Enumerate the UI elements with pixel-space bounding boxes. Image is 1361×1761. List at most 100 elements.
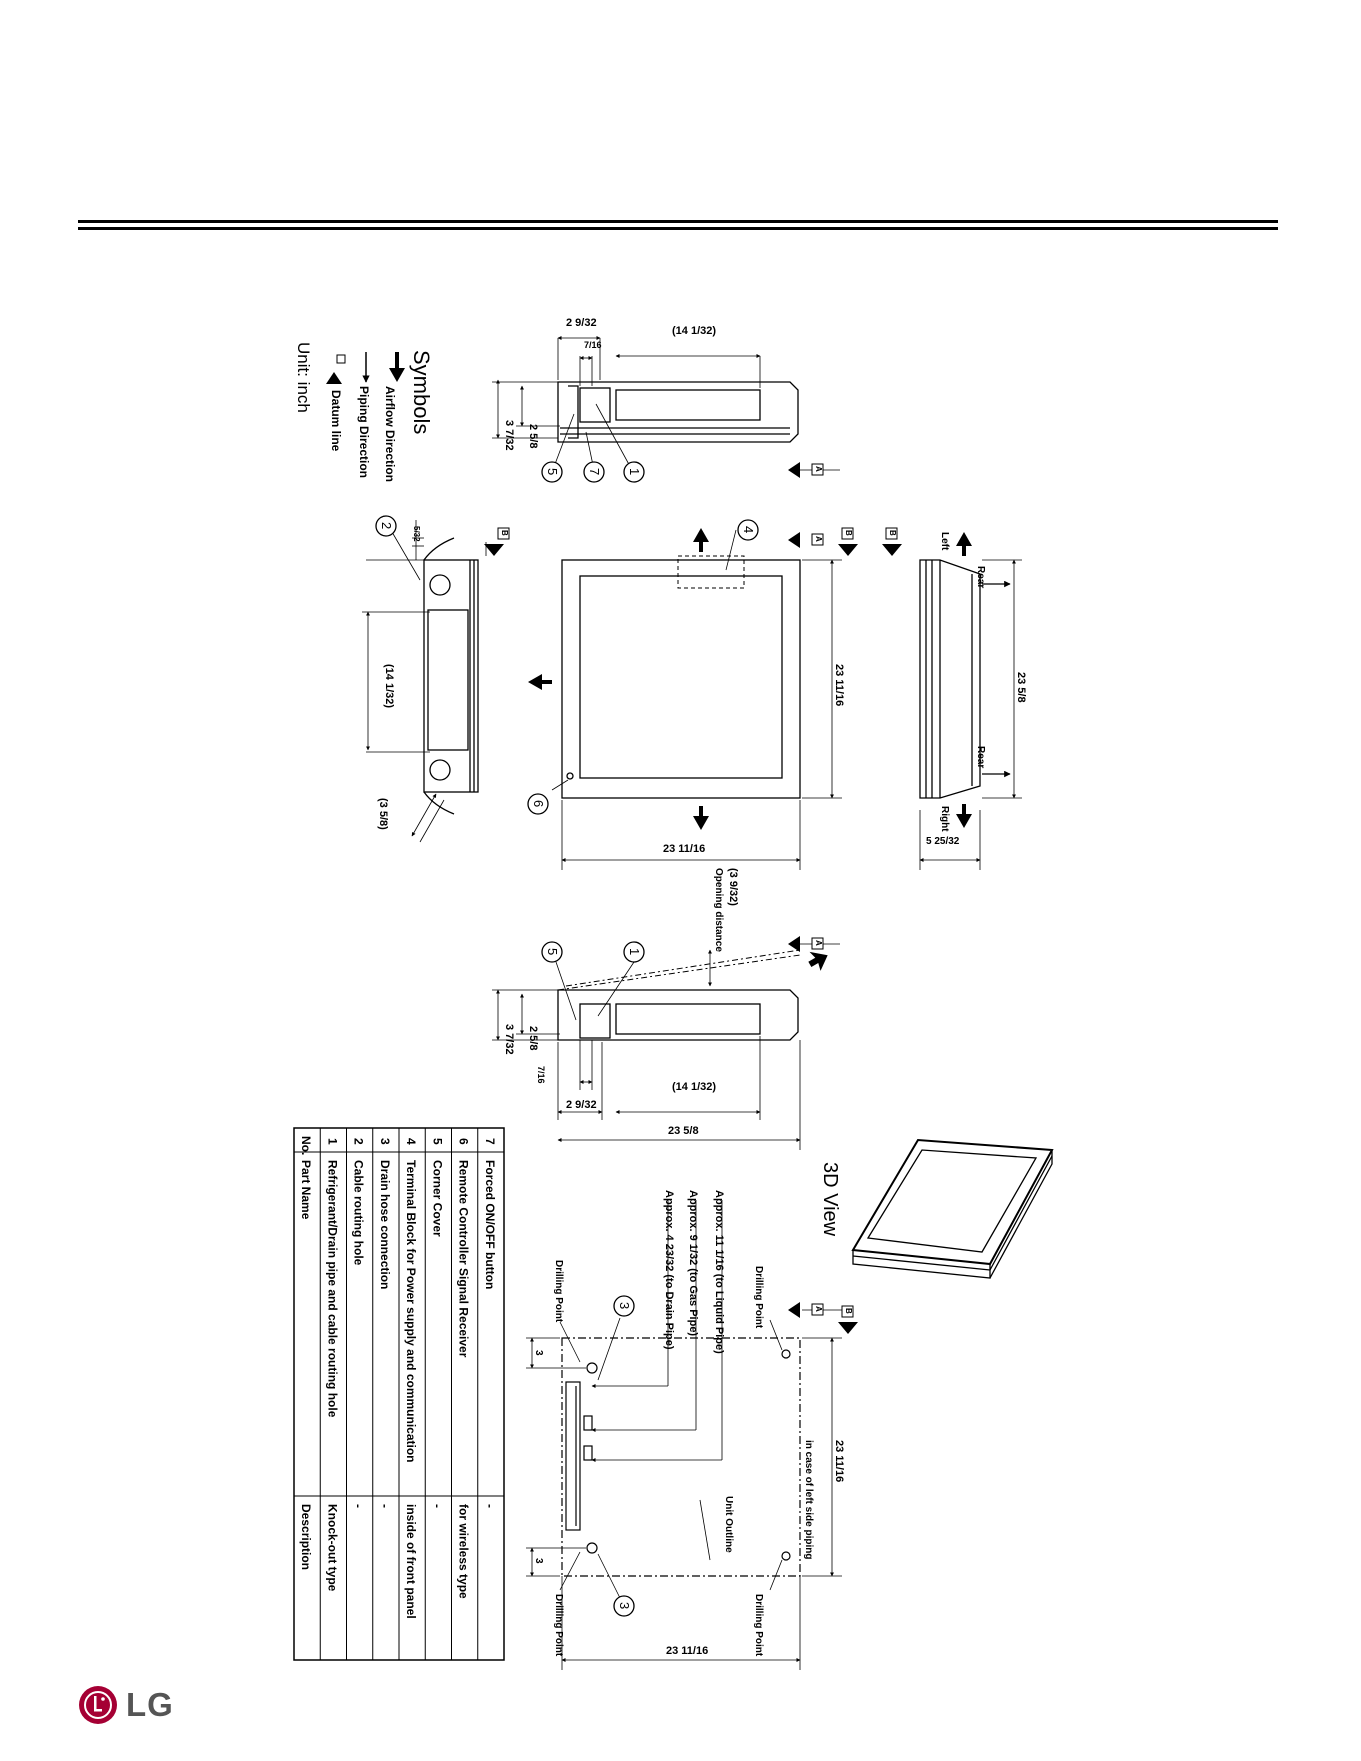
dim-right-5-25-32: 5 25/32	[926, 836, 960, 847]
table-cell-no: 6	[457, 1138, 471, 1145]
datum-b-box-template-icon	[841, 1305, 854, 1318]
dim-center-23-11-16-h: 23 11/16	[663, 843, 705, 855]
callout-4: 4	[737, 519, 759, 541]
dim-right-23-5-8: 23 5/8	[1015, 672, 1027, 703]
header-rule-bottom	[78, 227, 1278, 230]
table-cell-no: 2	[352, 1138, 366, 1145]
dim-front-7-16: 7/16	[536, 1066, 546, 1084]
dim-front-23-5-8: 23 5/8	[668, 1125, 699, 1137]
symbol-piping-label: Piping Direction	[357, 386, 371, 478]
datum-a-marker-center-icon	[788, 532, 800, 548]
table-header-name: Part Name	[299, 1160, 313, 1220]
datum-b-box-center-icon	[841, 527, 854, 540]
table-cell-desc: -	[352, 1504, 366, 1508]
table-cell-desc: Knock-out type	[325, 1504, 339, 1592]
datum-b-marker-center-icon	[838, 544, 858, 556]
dim-template-23-11-16-h: 23 11/16	[666, 1645, 708, 1657]
airflow-arrow-right-top-icon	[956, 532, 972, 556]
table-cell-no: 3	[378, 1138, 392, 1145]
label-rear-b: Rear	[975, 746, 986, 768]
table-cell-desc: -	[483, 1504, 497, 1508]
drilling-point-2: Drilling Point	[553, 1594, 564, 1657]
dim-top-7-16: 7/16	[584, 340, 602, 350]
table-cell-name: Forced ON/OFF button	[483, 1160, 497, 1289]
table-cell-desc: -	[378, 1504, 392, 1508]
datum-a-box-template-icon	[811, 1303, 824, 1316]
front-panel-view	[551, 529, 842, 870]
dim-template-3-a: 3	[533, 1350, 544, 1356]
lg-logo-text: LG	[126, 1686, 174, 1723]
lg-logo-icon	[79, 1686, 117, 1724]
datum-b-label-right: B	[888, 530, 897, 536]
callout-2: 2	[375, 515, 397, 537]
approx-gas-label: Approx. 9 1/32 (to Gas Pipe)	[687, 1190, 699, 1336]
svg-text:3: 3	[617, 1302, 632, 1309]
datum-a-label: A	[814, 466, 823, 472]
dim-template-23-11-16-v: 23 11/16	[833, 1440, 845, 1482]
dim-top-2-5-8: 2 5/8	[527, 424, 539, 448]
callout-5-front: 5	[541, 941, 563, 963]
datum-b-box-left-icon	[497, 527, 510, 540]
datum-b-label-template: B	[844, 1308, 853, 1314]
approx-drain-label: Approx. 4 23/32 (to Drain Pipe)	[663, 1190, 675, 1350]
table-cell-name: Terminal Block for Power supply and comm…	[404, 1160, 418, 1463]
callout-6: 6	[527, 793, 549, 815]
datum-b-marker-template-icon	[838, 1322, 858, 1334]
datum-b-marker-right-icon	[882, 544, 902, 556]
datum-a-box-center-icon	[811, 533, 824, 546]
dim-template-3-b: 3	[533, 1558, 544, 1564]
dim-top-3-7-32: 3 7/32	[503, 420, 515, 451]
dim-left-3-5-8: (3 5/8)	[377, 798, 389, 830]
symbol-datum-label: Datum line	[329, 390, 343, 452]
callout-3-a: 3	[613, 1295, 635, 1317]
svg-text:2: 2	[379, 522, 394, 529]
datum-a-marker-template-icon	[788, 1302, 800, 1318]
top-side-view	[492, 336, 840, 473]
datum-a-label-front: A	[814, 940, 823, 946]
callout-7-top: 7	[583, 461, 605, 483]
label-left: Left	[939, 532, 950, 551]
symbol-airflow-label: Airflow Direction	[383, 386, 397, 482]
table-cell-desc: inside of front panel	[404, 1504, 418, 1619]
datum-box-icon	[336, 354, 346, 364]
svg-text:7: 7	[587, 468, 602, 475]
svg-text:6: 6	[531, 800, 546, 807]
table-cell-desc: -	[430, 1504, 444, 1508]
callout-3-b: 3	[613, 1595, 635, 1617]
airflow-arrow-top-icon	[693, 528, 709, 552]
airflow-arrow-bottom-icon	[693, 806, 709, 830]
airflow-arrow-right-bottom-icon	[956, 804, 972, 828]
table-cell-name: Drain hose connection	[378, 1160, 392, 1289]
symbols-title: Symbols	[409, 350, 434, 434]
parts-table: No.Part NameDescription1Refrigerant/Drai…	[293, 1127, 505, 1661]
header-rule-top	[78, 220, 1278, 223]
drilling-point-4: Drilling Point	[753, 1594, 764, 1657]
dim-front-14-1-32: (14 1/32)	[672, 1081, 716, 1093]
label-rear-a: Rear	[975, 566, 986, 588]
dim-center-23-11-16-v: 23 11/16	[833, 664, 845, 706]
table-cell-no: 7	[483, 1138, 497, 1145]
label-right: Right	[939, 806, 950, 832]
left-side-piping-label: in case of left side piping	[803, 1440, 814, 1559]
datum-b-marker-left-icon	[484, 544, 504, 556]
svg-text:5: 5	[545, 468, 560, 475]
table-cell-name: Cable routing hole	[352, 1160, 366, 1266]
table-cell-no: 4	[404, 1138, 418, 1145]
drilling-point-1: Drilling Point	[553, 1260, 564, 1323]
datum-a-box-front-icon	[811, 937, 824, 950]
svg-text:5: 5	[545, 948, 560, 955]
dim-left-14-1-32: (14 1/32)	[383, 664, 395, 708]
unit-label: Unit: inch	[294, 342, 313, 413]
unit-outline-label: Unit Outline	[723, 1496, 734, 1553]
left-side-view	[362, 520, 487, 843]
dim-front-2-9-32: 2 9/32	[566, 1099, 597, 1111]
datum-a-marker-icon	[788, 462, 800, 478]
table-header-no: No.	[299, 1136, 313, 1155]
dim-top-2-9-32: 2 9/32	[566, 317, 597, 329]
callout-1-top: 1	[623, 461, 645, 483]
svg-text:3: 3	[617, 1602, 632, 1609]
table-cell-name: Refrigerant/Drain pipe and cable routing…	[325, 1160, 339, 1418]
callout-1-front: 1	[623, 941, 645, 963]
airflow-arrow-left-icon	[528, 674, 552, 690]
dim-front-3-9-32: (3 9/32)	[727, 868, 739, 906]
